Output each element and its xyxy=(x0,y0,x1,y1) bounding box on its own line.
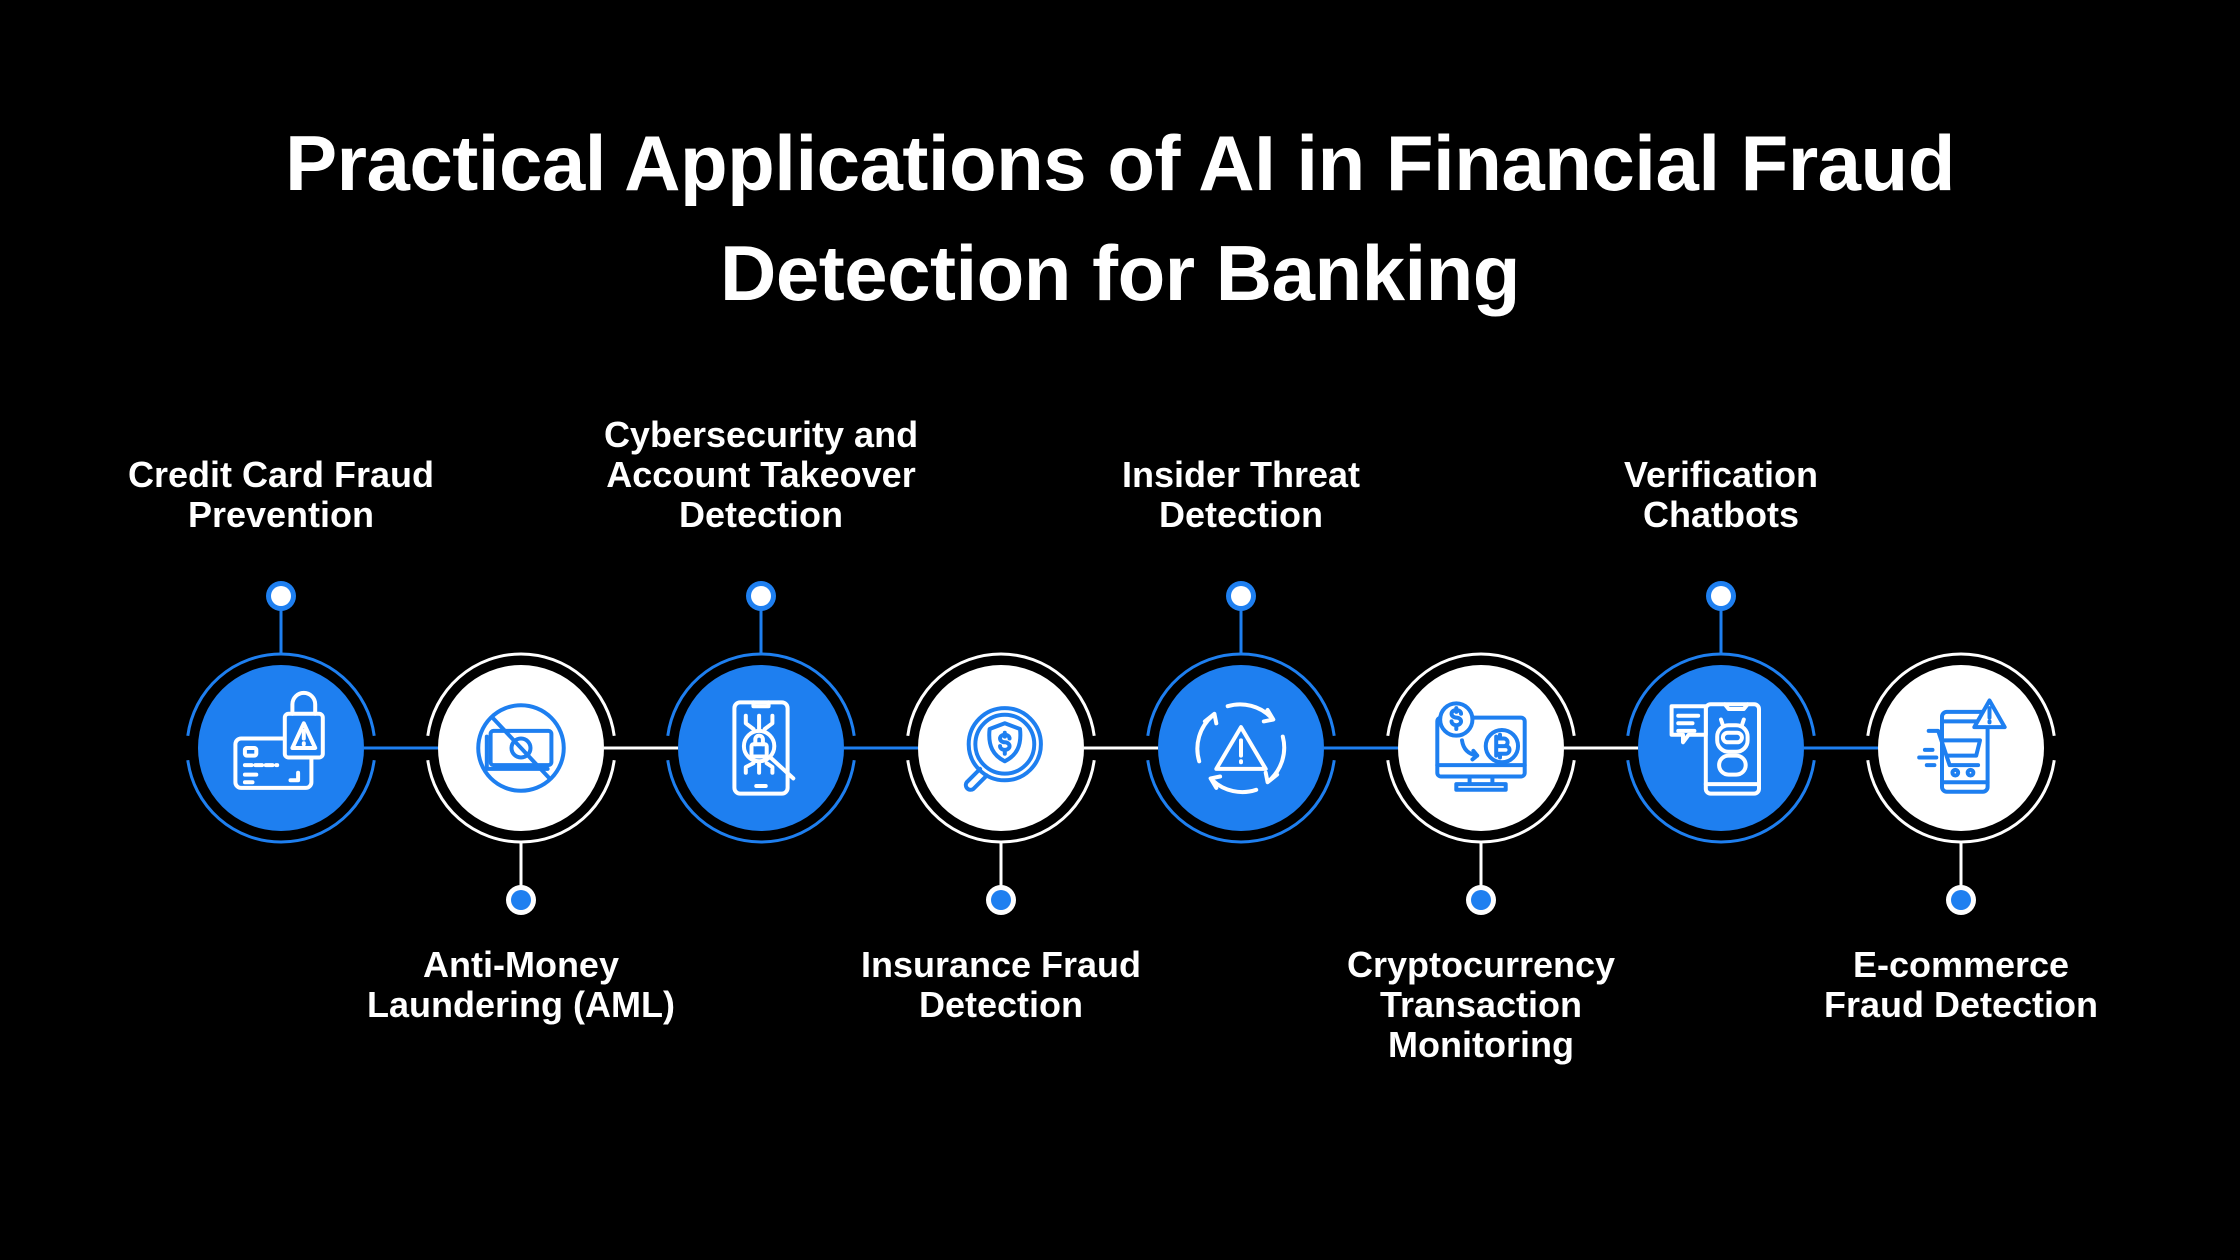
endpoint-dot-inner xyxy=(511,890,531,910)
step-circle xyxy=(1398,665,1564,831)
phone-cart-warning-icon xyxy=(1917,698,2007,794)
endpoint-dot-inner xyxy=(1711,586,1731,606)
step-node xyxy=(906,652,1096,915)
step-label-line: Anti-Money xyxy=(423,944,619,985)
step-label-line: Detection xyxy=(918,984,1084,1025)
step-label-line: Verification xyxy=(1623,454,1819,495)
warning-cycle-icon xyxy=(1195,702,1287,795)
outer-ring-top xyxy=(1386,652,1576,737)
page-title: Practical Applications of AI in Financia… xyxy=(0,108,2240,328)
title-line-1: Practical Applications of AI in Financia… xyxy=(285,119,1955,207)
endpoint-dot-inner xyxy=(271,586,291,606)
outer-ring-top xyxy=(426,652,616,737)
step-label-line: Cybersecurity and xyxy=(603,414,919,455)
outer-ring-top xyxy=(1866,652,2056,737)
no-cash-icon xyxy=(476,703,566,793)
step-node xyxy=(186,581,376,844)
step-label-line: E-commerce xyxy=(1852,944,2070,985)
endpoint-dot-inner xyxy=(1231,586,1251,606)
step-circle xyxy=(198,665,364,831)
step-node xyxy=(1626,581,1816,844)
title-line-2: Detection for Banking xyxy=(720,229,1520,317)
monitor-dollar-bitcoin-icon xyxy=(1435,701,1527,792)
step-label-line: Insurance Fraud xyxy=(860,944,1142,985)
outer-ring-top xyxy=(906,652,1096,737)
step-label-line: Prevention xyxy=(187,494,375,535)
phone-lock-search-icon xyxy=(732,700,796,796)
shield-dollar-search-icon xyxy=(963,706,1043,792)
step-label-line: Laundering (AML) xyxy=(367,984,675,1025)
endpoint-dot-inner xyxy=(1951,890,1971,910)
step-label-line: Insider Threat xyxy=(1121,454,1361,495)
step-node xyxy=(1866,652,2056,915)
step-label-line: Account Takeover xyxy=(606,454,916,495)
step-node xyxy=(1386,652,1576,915)
endpoint-dot-inner xyxy=(991,890,1011,910)
outer-ring-bottom xyxy=(186,759,376,844)
outer-ring-bottom xyxy=(1626,759,1816,844)
credit-card-lock-warning-icon xyxy=(233,690,325,790)
step-node xyxy=(426,652,616,915)
phone-chatbot-icon xyxy=(1669,702,1761,796)
outer-ring-bottom xyxy=(1146,759,1336,844)
step-node xyxy=(666,581,856,844)
step-label-line: Cryptocurrency xyxy=(1346,944,1616,985)
step-circle xyxy=(678,665,844,831)
step-label-line: Detection xyxy=(1158,494,1324,535)
step-label-line: Detection xyxy=(678,494,844,535)
endpoint-dot-inner xyxy=(1471,890,1491,910)
step-label-line: Fraud Detection xyxy=(1823,984,2099,1025)
step-node xyxy=(1146,581,1336,844)
step-label-line: Credit Card Fraud xyxy=(127,454,435,495)
step-label-line: Chatbots xyxy=(1643,494,1799,535)
step-label-line: Transaction Monitoring xyxy=(1379,984,1583,1065)
endpoint-dot-inner xyxy=(751,586,771,606)
outer-ring-bottom xyxy=(666,759,856,844)
